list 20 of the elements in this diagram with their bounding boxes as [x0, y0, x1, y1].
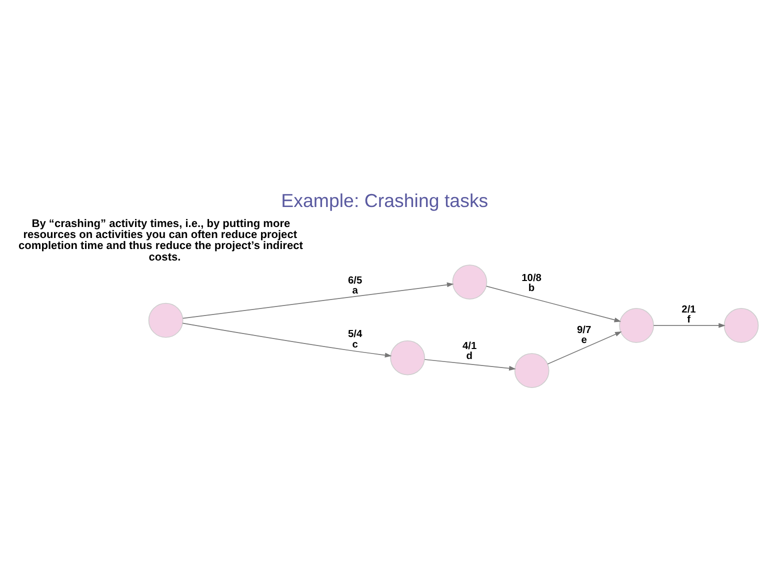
node-circle	[390, 340, 425, 376]
arrow	[547, 332, 622, 364]
edge-label: 4/1 d	[462, 340, 477, 362]
node-circle	[452, 264, 488, 300]
node-circle	[148, 302, 184, 338]
edge-label: 6/5 a	[348, 275, 362, 297]
label: By “crashing” activity times, i.e., by putting more resources on activities you can often reduce project completion time and thus reduce the project’s indirect costs.	[18, 218, 303, 264]
diagram-title: Example: Crashing tasks	[281, 190, 488, 211]
node-circle	[514, 353, 550, 388]
arrow	[424, 359, 516, 371]
edge-label: 2/1 f	[682, 304, 696, 326]
arrow	[182, 322, 392, 358]
edge-label: 5/4 c	[348, 329, 362, 350]
arrow	[653, 323, 726, 328]
arrow	[486, 286, 622, 322]
node-circle	[619, 308, 654, 343]
arrow	[182, 282, 454, 319]
node-circle	[724, 308, 759, 343]
edge-label: 9/7 e	[576, 324, 592, 346]
edge-label: 10/8 b	[522, 272, 542, 294]
